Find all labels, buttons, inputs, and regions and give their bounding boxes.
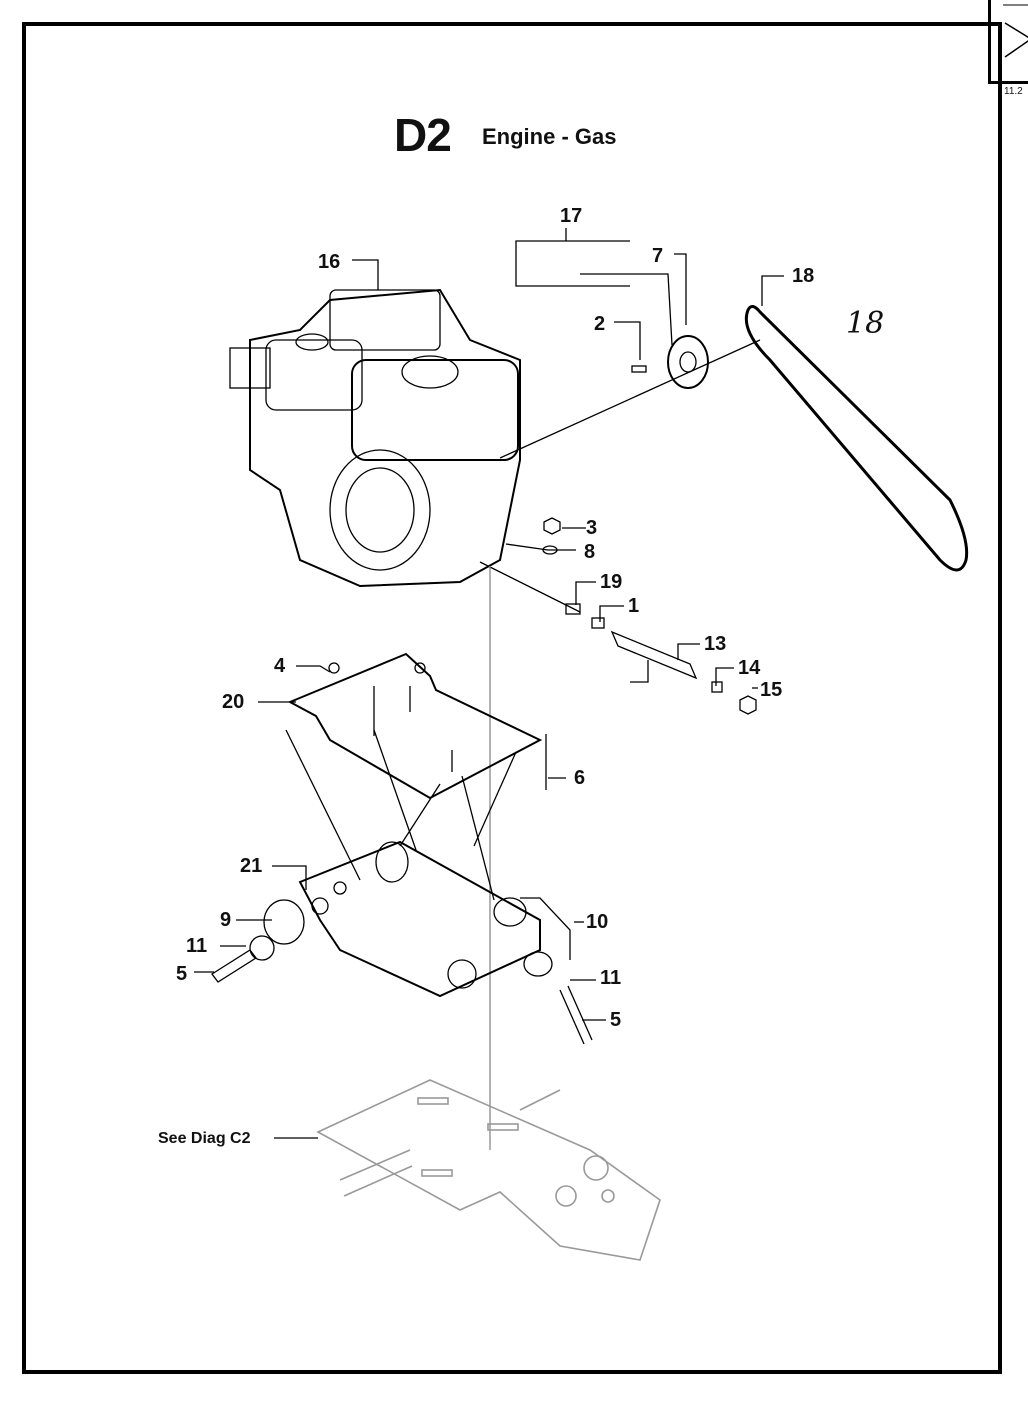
callout-7: 7 xyxy=(652,245,664,267)
diagram-code: D2 xyxy=(394,109,452,161)
callout-18: 18 xyxy=(792,265,815,287)
page-number: 11.2 xyxy=(1004,86,1023,97)
see-diagram-reference: See Diag C2 xyxy=(158,1130,251,1147)
handwritten-note: 18 xyxy=(846,306,885,341)
callout-16: 16 xyxy=(318,251,341,273)
page-tab-corner xyxy=(988,0,1028,84)
callout-5-right: 5 xyxy=(610,1009,622,1031)
callout-20: 20 xyxy=(222,691,245,713)
callout-8: 8 xyxy=(584,541,596,563)
callout-21: 21 xyxy=(240,855,263,877)
callout-5-left: 5 xyxy=(176,963,188,985)
callout-10: 10 xyxy=(586,911,609,933)
callout-13: 13 xyxy=(704,633,727,655)
callout-17: 17 xyxy=(560,205,583,227)
arrow-icon xyxy=(1003,4,1028,58)
callout-9: 9 xyxy=(220,909,232,931)
callout-1: 1 xyxy=(628,595,640,617)
callout-6: 6 xyxy=(574,767,586,789)
diagram-title: Engine - Gas xyxy=(482,124,617,149)
callout-4: 4 xyxy=(274,655,286,677)
callout-11-left: 11 xyxy=(186,935,208,957)
callout-3: 3 xyxy=(586,517,598,539)
callout-15: 15 xyxy=(760,679,783,701)
callout-11-right: 11 xyxy=(600,967,622,989)
callout-19: 19 xyxy=(600,571,623,593)
callout-2: 2 xyxy=(594,313,606,335)
callout-14: 14 xyxy=(738,657,761,679)
diagram-frame xyxy=(22,22,1002,1374)
